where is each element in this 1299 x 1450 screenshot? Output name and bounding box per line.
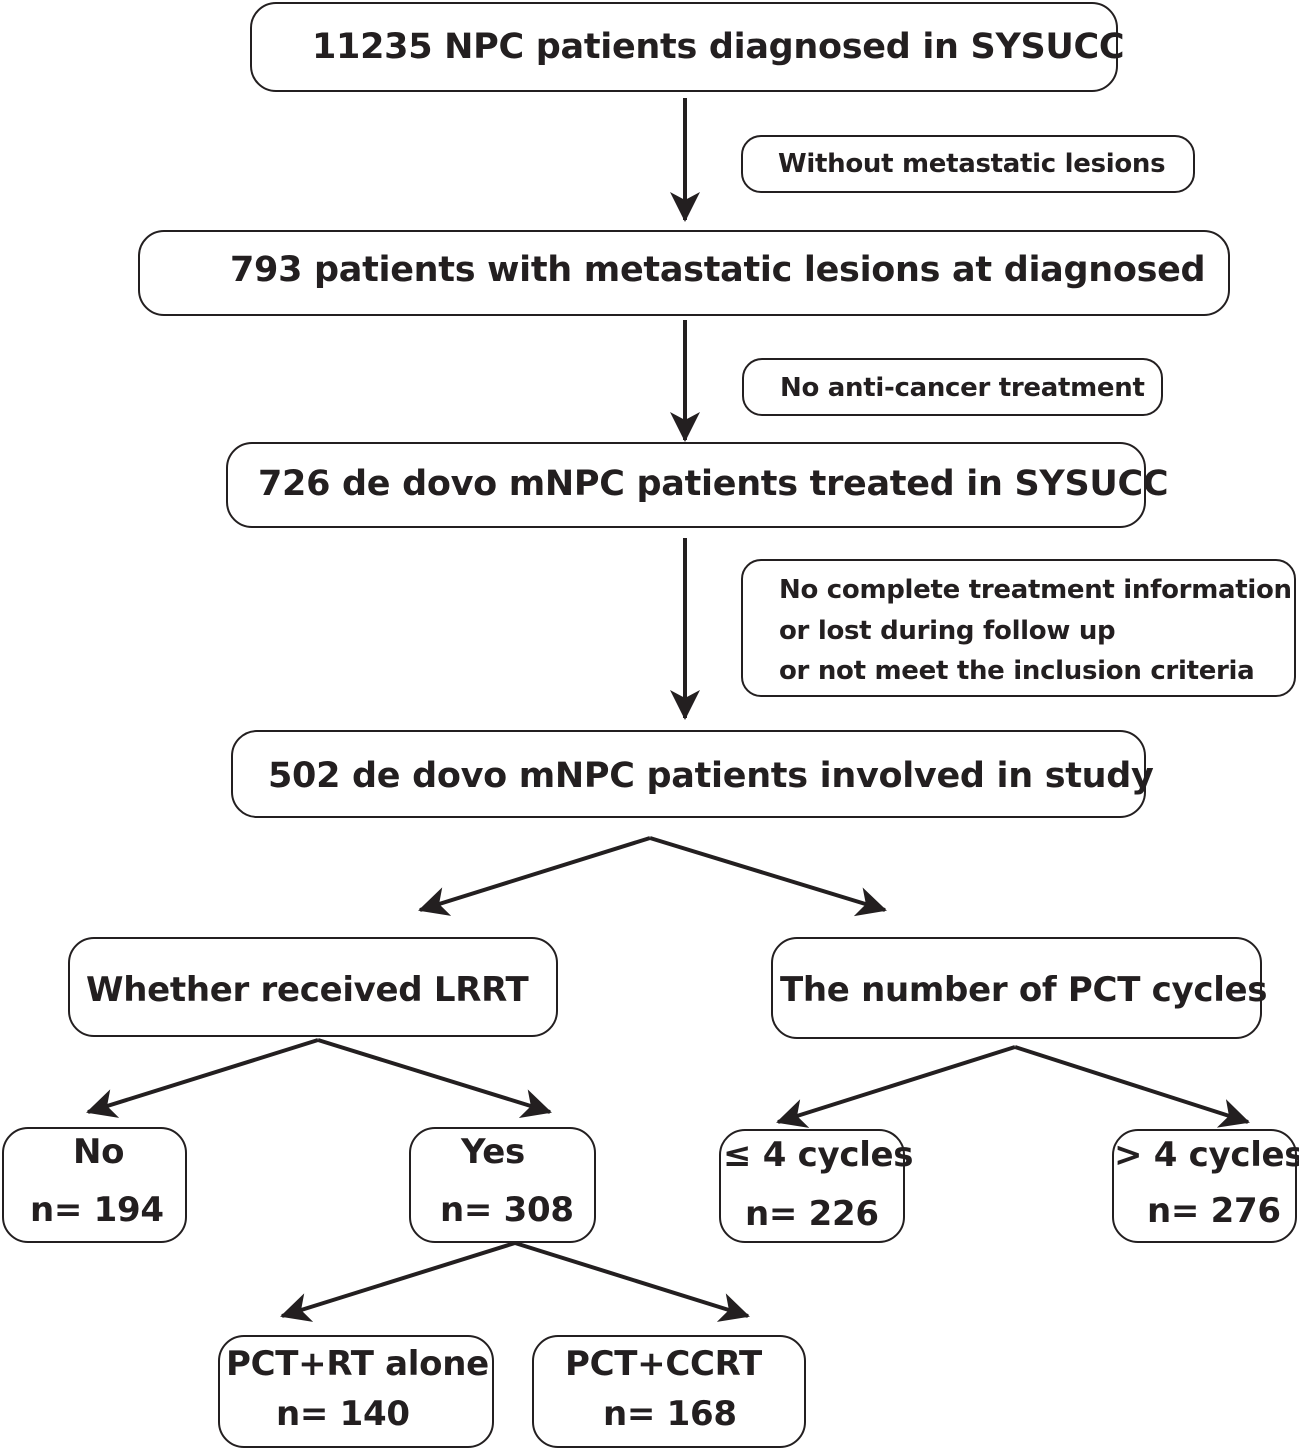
exclusion-box-2 — [742, 358, 1163, 416]
pct-branch-box — [771, 937, 1262, 1039]
pct-ccrt-box — [532, 1335, 806, 1448]
gt4-cycles-label: > 4 cycles — [1114, 1135, 1299, 1175]
exclusion-text-1: Without metastatic lesions — [778, 149, 1166, 179]
pct-branch-text: The number of PCT cycles — [780, 970, 1268, 1010]
arrow-pct-to-gt4 — [1014, 1045, 1250, 1128]
involved-patients-text: 502 de dovo mNPC patients involved in st… — [268, 756, 1154, 796]
arrow-lrrt-to-no — [86, 1038, 319, 1118]
treated-patients-text: 726 de dovo mNPC patients treated in SYS… — [258, 464, 1169, 504]
le4-cycles-box — [719, 1129, 905, 1243]
pct-rt-alone-label: PCT+RT alone — [226, 1344, 489, 1384]
lrrt-branch-text: Whether received LRRT — [86, 970, 529, 1010]
total-patients-box — [250, 2, 1118, 92]
arrow-yes-to-rt — [280, 1241, 516, 1322]
exclusion-text-3c: or not meet the inclusion criteria — [779, 656, 1255, 686]
no-group-label: No — [73, 1132, 125, 1172]
gt4-cycles-count: n= 276 — [1147, 1191, 1281, 1231]
metastatic-patients-text: 793 patients with metastatic lesions at … — [230, 250, 1206, 290]
pct-rt-alone-count: n= 140 — [276, 1394, 410, 1434]
total-patients-text: 11235 NPC patients diagnosed in SYSUCC — [312, 27, 1125, 67]
treated-patients-box — [226, 442, 1146, 528]
pct-rt-alone-box — [218, 1335, 494, 1448]
le4-cycles-count: n= 226 — [745, 1194, 879, 1234]
arrow-involved-to-lrrt — [418, 836, 651, 916]
exclusion-box-1 — [741, 135, 1195, 193]
exclusion-text-3a: No complete treatment information — [779, 575, 1292, 605]
le4-cycles-label: ≤ 4 cycles — [723, 1135, 914, 1175]
exclusion-box-3 — [741, 559, 1296, 697]
arrow-lrrt-to-yes — [317, 1038, 552, 1119]
arrow-pct-to-le4 — [776, 1045, 1016, 1128]
exclusion-text-2: No anti-cancer treatment — [780, 373, 1145, 403]
involved-patients-box — [231, 730, 1146, 818]
arrow-yes-to-ccrt — [514, 1241, 750, 1322]
no-group-box — [2, 1127, 187, 1243]
arrow-involved-to-pct — [649, 836, 887, 917]
yes-group-count: n= 308 — [440, 1190, 574, 1230]
exclusion-text-3b: or lost during follow up — [779, 616, 1116, 646]
no-group-count: n= 194 — [30, 1190, 164, 1230]
pct-ccrt-label: PCT+CCRT — [565, 1344, 762, 1384]
yes-group-label: Yes — [461, 1132, 525, 1172]
pct-ccrt-count: n= 168 — [603, 1394, 737, 1434]
metastatic-patients-box — [138, 230, 1230, 316]
gt4-cycles-box — [1112, 1129, 1297, 1243]
yes-group-box — [409, 1127, 596, 1243]
lrrt-branch-box — [68, 937, 558, 1037]
